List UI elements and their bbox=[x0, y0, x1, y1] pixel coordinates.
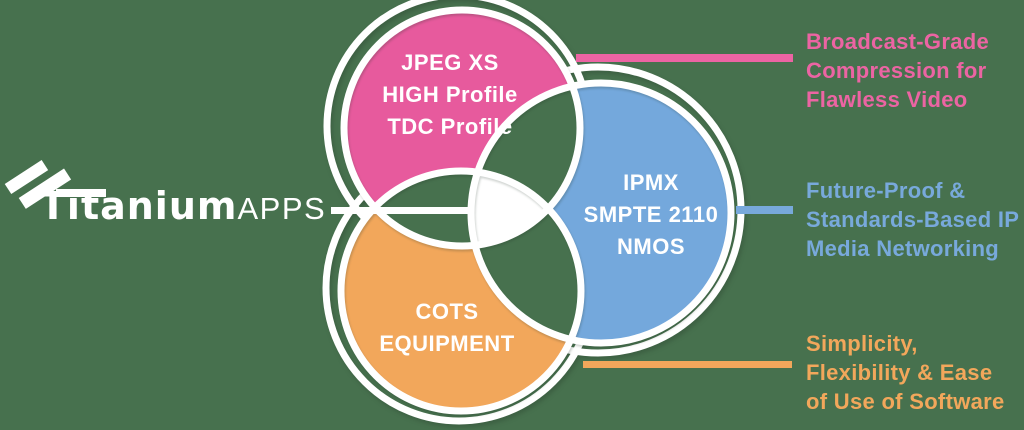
callout-line: Future-Proof & bbox=[806, 178, 966, 203]
callout-networking: Future-Proof & Standards-Based IP Media … bbox=[806, 176, 1024, 263]
callout-line: of Use of Software bbox=[806, 389, 1005, 414]
callout-line: Media Networking bbox=[806, 236, 1000, 261]
circle-outlines bbox=[337, 6, 735, 415]
circle-label-line: NMOS bbox=[617, 234, 685, 259]
callout-simplicity: Simplicity, Flexibility & Ease of Use of… bbox=[806, 329, 1024, 416]
circle-label-line: TDC Profile bbox=[387, 114, 513, 139]
label-circle-ipmx: IPMX SMPTE 2110 NMOS bbox=[541, 167, 761, 263]
outline-jpeg-xs bbox=[340, 6, 584, 250]
label-circle-cots: COTS EQUIPMENT bbox=[337, 296, 557, 360]
logo-suffix-text: APPS bbox=[237, 191, 327, 226]
circle-label-line: SMPTE 2110 bbox=[583, 202, 719, 227]
connector-line-networking bbox=[736, 206, 793, 214]
circle-label-line: EQUIPMENT bbox=[379, 331, 515, 356]
connector-line-compression bbox=[576, 54, 793, 62]
circle-label-line: COTS bbox=[415, 299, 479, 324]
label-circle-jpeg-xs: JPEG XS HIGH Profile TDC Profile bbox=[340, 47, 560, 143]
callout-line: Standards-Based IP bbox=[806, 207, 1020, 232]
circle-label-line: JPEG XS bbox=[401, 50, 499, 75]
circle-label-line: IPMX bbox=[623, 170, 679, 195]
circle-label-line: HIGH Profile bbox=[382, 82, 518, 107]
connector-line-logo bbox=[331, 207, 469, 214]
connector-line-simplicity bbox=[583, 361, 792, 368]
overlap-jpegxs-ipmx bbox=[471, 83, 580, 246]
logo-brand-text: Titanium bbox=[40, 184, 238, 228]
outline-ipmx bbox=[467, 79, 735, 347]
logo-mark-icon bbox=[4, 160, 106, 209]
callout-compression: Broadcast-Grade Compression for Flawless… bbox=[806, 27, 1024, 114]
callout-line: Compression for bbox=[806, 58, 987, 83]
callout-line: Flawless Video bbox=[806, 87, 968, 112]
callout-line: Simplicity, bbox=[806, 331, 918, 356]
outline-cots bbox=[337, 167, 585, 415]
callout-line: Broadcast-Grade bbox=[806, 29, 990, 54]
callout-line: Flexibility & Ease bbox=[806, 360, 993, 385]
